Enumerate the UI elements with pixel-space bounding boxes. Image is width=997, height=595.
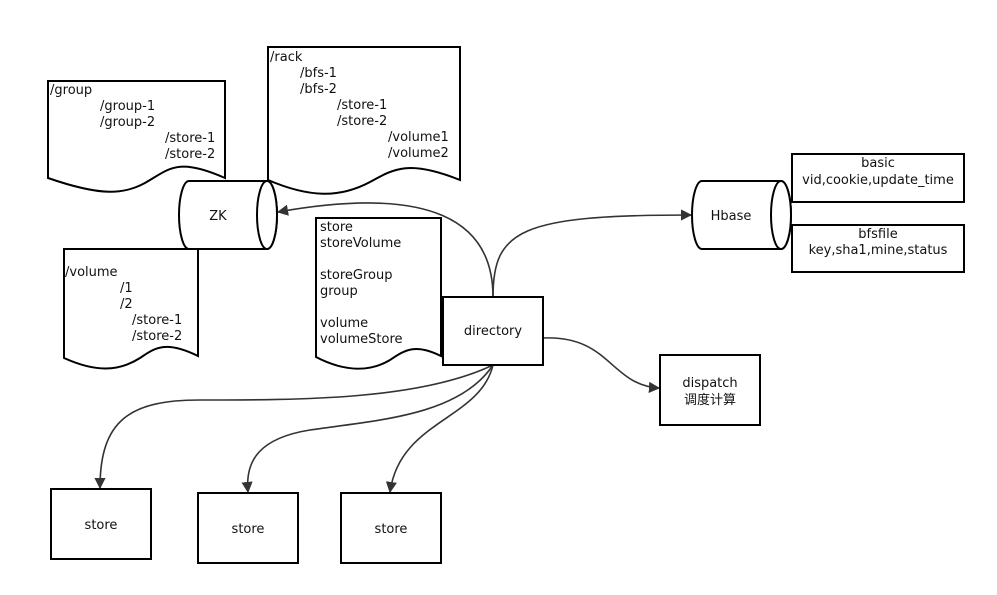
directory-structures-doc[interactable]: store storeVolume storeGroup group volum…: [315, 217, 442, 370]
group-doc-line: /store-2: [165, 147, 215, 162]
dir-doc-line: storeVolume: [320, 236, 401, 251]
group-doc-line: /group-2: [100, 115, 155, 130]
dir-doc-line: store: [320, 220, 353, 235]
store-label: store: [232, 522, 265, 537]
bfsfile-table-box[interactable]: bfsfile key,sha1,mine,status: [791, 224, 965, 273]
basic-table-box[interactable]: basic vid,cookie,update_time: [791, 153, 965, 203]
rack-doc-line: /store-1: [337, 98, 387, 113]
edge-directory-to-store-1: [94, 364, 494, 490]
bfsfile-table-columns: key,sha1,mine,status: [809, 243, 948, 258]
volume-doc-line: /store-1: [132, 313, 182, 328]
dispatch-sublabel: 调度计算: [684, 392, 736, 408]
dispatch-label: dispatch: [682, 376, 737, 391]
volume-doc-line: /volume: [65, 265, 118, 280]
edge-directory-to-zk: [276, 202, 494, 298]
store-node-2[interactable]: store: [197, 492, 299, 564]
edge-directory-to-hbase: [492, 209, 693, 298]
zk-label: ZK: [209, 209, 227, 224]
rack-doc-line: /bfs-2: [300, 82, 337, 97]
group-znode-doc[interactable]: /group /group-1 /group-2 /store-1 /store…: [47, 80, 226, 193]
volume-doc-line: /1: [120, 281, 133, 296]
hbase-cylinder[interactable]: Hbase: [691, 180, 792, 250]
volume-doc-line: /store-2: [132, 329, 182, 344]
dir-doc-line: volume: [320, 316, 368, 331]
edge-directory-to-dispatch: [542, 337, 661, 393]
directory-label: directory: [464, 324, 522, 339]
rack-znode-doc[interactable]: /rack /bfs-1 /bfs-2 /store-1 /store-2 /v…: [267, 46, 461, 195]
store-node-1[interactable]: store: [50, 488, 152, 560]
hbase-label: Hbase: [711, 209, 752, 224]
directory-node[interactable]: directory: [442, 296, 544, 366]
store-label: store: [85, 518, 118, 533]
rack-doc-line: /bfs-1: [300, 66, 337, 81]
dir-doc-line: group: [320, 284, 358, 299]
dir-doc-line: volumeStore: [320, 332, 403, 347]
rack-doc-line: /volume1: [388, 130, 449, 145]
group-doc-line: /group: [50, 83, 92, 98]
basic-table-columns: vid,cookie,update_time: [802, 173, 954, 188]
bfsfile-table-name: bfsfile: [858, 227, 897, 242]
volume-znode-doc[interactable]: /volume /1 /2 /store-1 /store-2: [63, 248, 199, 370]
volume-doc-line: /2: [120, 297, 133, 312]
group-doc-line: /group-1: [100, 99, 155, 114]
rack-doc-line: /store-2: [337, 114, 387, 129]
store-node-3[interactable]: store: [340, 492, 442, 564]
zk-cylinder[interactable]: ZK: [178, 180, 278, 250]
dir-doc-line: storeGroup: [320, 268, 392, 283]
store-label: store: [375, 522, 408, 537]
edge-directory-to-store-3: [385, 364, 494, 494]
rack-doc-line: /volume2: [388, 146, 449, 161]
dispatch-node[interactable]: dispatch 调度计算: [659, 354, 761, 426]
rack-doc-line: /rack: [270, 50, 303, 65]
basic-table-name: basic: [861, 156, 895, 171]
edge-directory-to-store-2: [241, 364, 494, 494]
group-doc-line: /store-1: [165, 131, 215, 146]
